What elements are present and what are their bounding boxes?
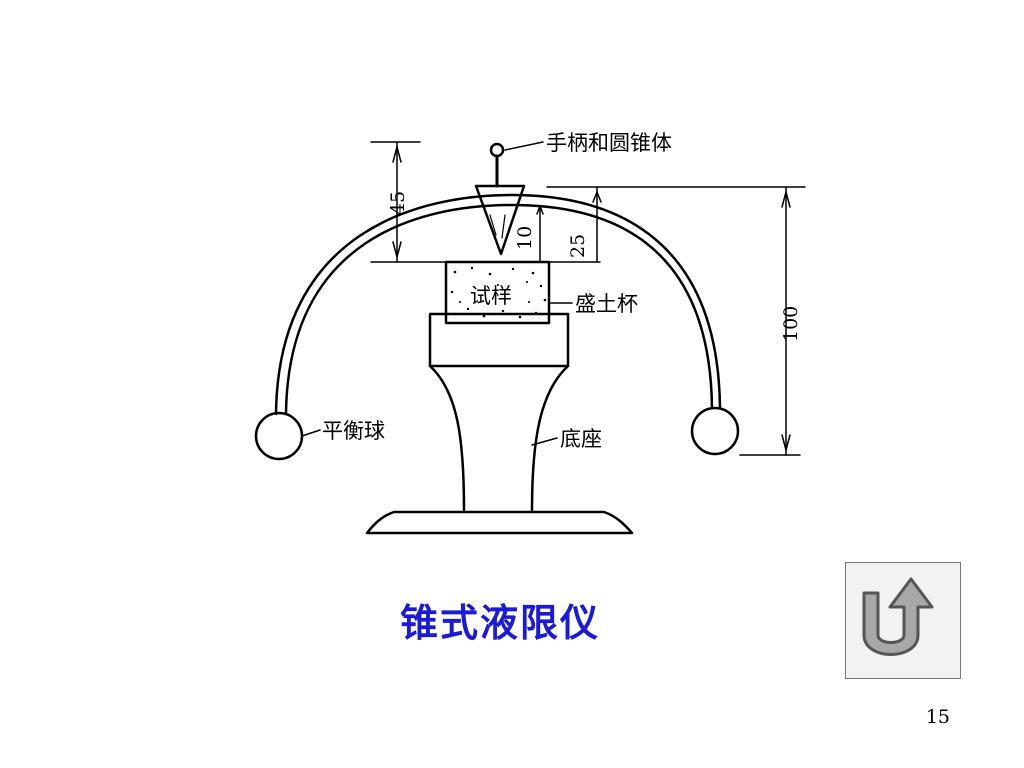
soil-cup-box [444,260,551,325]
leader-handle [504,141,544,151]
pedestal-column-right [530,364,570,512]
pedestal-top [428,312,570,368]
handle-knob [489,142,505,158]
balance-ball-right [690,406,740,456]
u-turn-arrow-icon [862,577,934,656]
leader-balance-ball [301,429,321,437]
leader-base [531,437,558,446]
cone [474,184,526,256]
balance-arc-inner [284,203,714,416]
label-handle-cone: 手柄和圆锥体 [546,131,672,155]
dim-25: 25 [567,234,589,258]
balance-ball-left [254,411,304,461]
slide-caption: 锥式液限仪 [399,600,600,645]
dim-45: 45 [387,191,409,215]
sample-texture [450,266,547,319]
page-number: 15 [925,706,950,728]
balance-arc-outer [274,193,722,416]
label-sample: 试样 [470,284,512,308]
label-soil-cup: 盛土杯 [575,292,638,316]
base-plate [365,510,634,535]
pedestal-column-left [428,364,466,512]
label-balance-ball: 平衡球 [322,419,385,443]
dim-100: 100 [780,306,802,342]
return-button[interactable] [845,562,961,679]
label-base: 底座 [560,427,602,451]
dim-10: 10 [514,226,536,250]
